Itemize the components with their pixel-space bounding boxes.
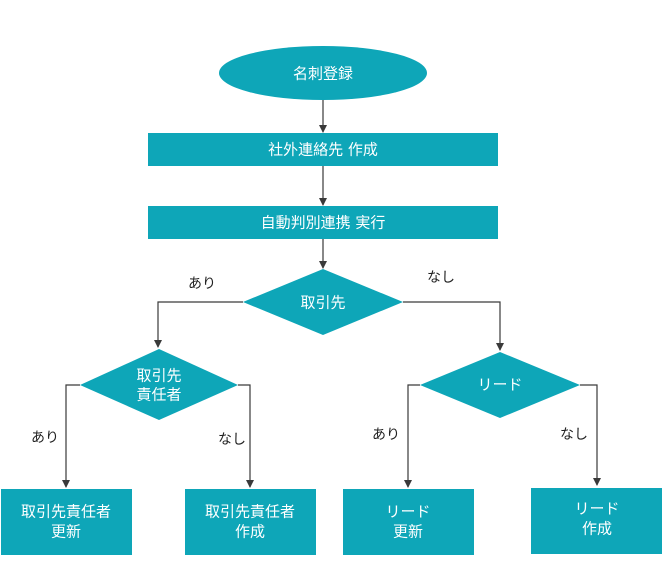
start-node-shape	[219, 46, 427, 100]
create-lead-label-line2: 作成	[582, 520, 612, 538]
create-owner-label-line2: 作成	[235, 523, 265, 541]
auto-match-node: 自動判別連携 実行	[148, 206, 498, 239]
edge-label-lead-yes: あり	[372, 427, 400, 443]
update-owner-label-line2: 更新	[51, 523, 81, 541]
is-account-owner-shape	[80, 349, 238, 420]
create-owner-shape	[185, 489, 316, 555]
update-owner-label-line1: 取引先責任者	[21, 503, 111, 521]
edge-lead-no	[580, 384, 601, 486]
edge-account-no	[403, 301, 504, 351]
create-lead-label-line1: リード	[574, 500, 619, 518]
edge-label-account-no: なし	[427, 270, 455, 286]
is-account-decision: 取引先	[243, 269, 403, 335]
start-node-label: 名刺登録	[293, 65, 353, 83]
is-account-owner-decision: 取引先 責任者	[80, 349, 238, 420]
update-lead-label-line2: 更新	[393, 523, 423, 541]
update-lead-label-line1: リード	[385, 503, 430, 521]
edge-lead-yes	[404, 384, 420, 488]
update-owner-shape	[1, 489, 132, 555]
is-account-owner-label-line1: 取引先	[136, 367, 181, 385]
is-lead-shape	[420, 352, 580, 418]
update-lead-node: リード 更新	[343, 489, 474, 555]
edge-label-owner-no: なし	[218, 432, 246, 448]
create-owner-label-line1: 取引先責任者	[205, 503, 295, 521]
start-node: 名刺登録	[219, 46, 427, 100]
is-account-label: 取引先	[300, 294, 345, 312]
edge-label-account-yes: あり	[188, 276, 216, 292]
auto-match-label: 自動判別連携 実行	[261, 214, 386, 232]
create-contact-shape	[148, 133, 498, 166]
is-account-shape	[243, 269, 403, 335]
is-lead-decision: リード	[420, 352, 580, 418]
edge-label-owner-yes: あり	[31, 430, 59, 446]
create-owner-node: 取引先責任者 作成	[185, 489, 316, 555]
connectors	[62, 100, 601, 488]
auto-match-shape	[148, 206, 498, 239]
create-contact-node: 社外連絡先 作成	[148, 133, 498, 166]
update-owner-node: 取引先責任者 更新	[1, 489, 132, 555]
is-account-owner-label-line2: 責任者	[136, 386, 181, 404]
create-contact-label: 社外連絡先 作成	[268, 141, 378, 159]
edge-owner-yes	[62, 384, 80, 488]
edge-owner-no	[238, 384, 254, 488]
create-lead-shape	[531, 488, 662, 554]
update-lead-shape	[343, 489, 474, 555]
edge-label-lead-no: なし	[560, 427, 588, 443]
is-lead-label: リード	[477, 376, 522, 394]
create-lead-node: リード 作成	[531, 488, 662, 554]
edge-account-yes	[154, 301, 243, 348]
